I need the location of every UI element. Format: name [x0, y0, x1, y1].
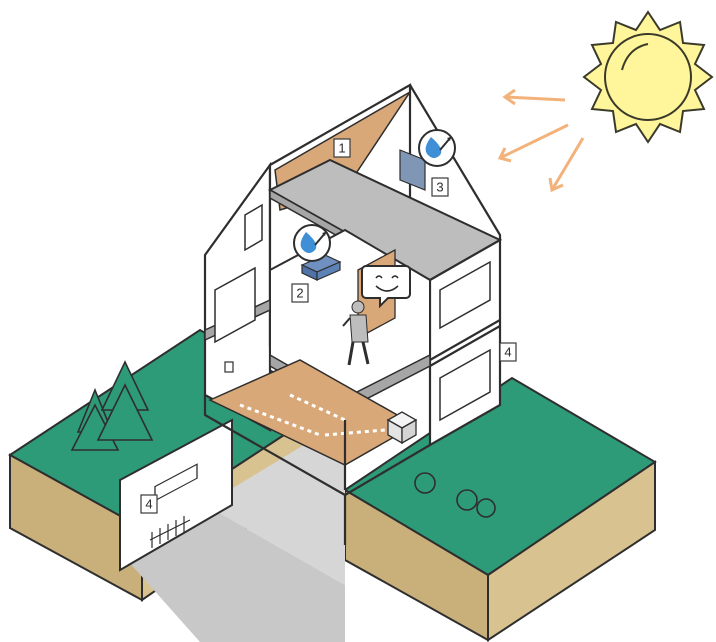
svg-text:3: 3	[436, 180, 443, 195]
ground-floor-box	[386, 411, 418, 445]
trees	[70, 360, 154, 451]
smiley-speech-bubble-icon	[361, 265, 411, 309]
droplet-gauge-icon	[293, 224, 331, 262]
svg-text:4: 4	[504, 345, 511, 360]
floor-unit-2	[300, 254, 342, 281]
svg-text:4: 4	[145, 497, 152, 512]
sun-ray-arrows	[497, 88, 585, 193]
person	[342, 300, 370, 366]
droplet-gauge-icon	[418, 129, 456, 167]
basement-floor	[120, 420, 345, 642]
label-2: 2	[291, 283, 309, 303]
svg-text:2: 2	[296, 286, 303, 301]
label-4-garage: 4	[140, 494, 158, 514]
bushes	[414, 472, 496, 518]
sun-icon	[582, 10, 714, 144]
svg-text:1: 1	[338, 141, 345, 156]
garage-wall	[119, 418, 233, 572]
radiator	[149, 516, 191, 548]
label-3: 3	[431, 177, 449, 197]
label-4-right: 4	[499, 342, 517, 362]
right-ground-block	[343, 376, 657, 642]
floor-heating-lines	[239, 393, 386, 437]
label-1: 1	[333, 138, 351, 158]
